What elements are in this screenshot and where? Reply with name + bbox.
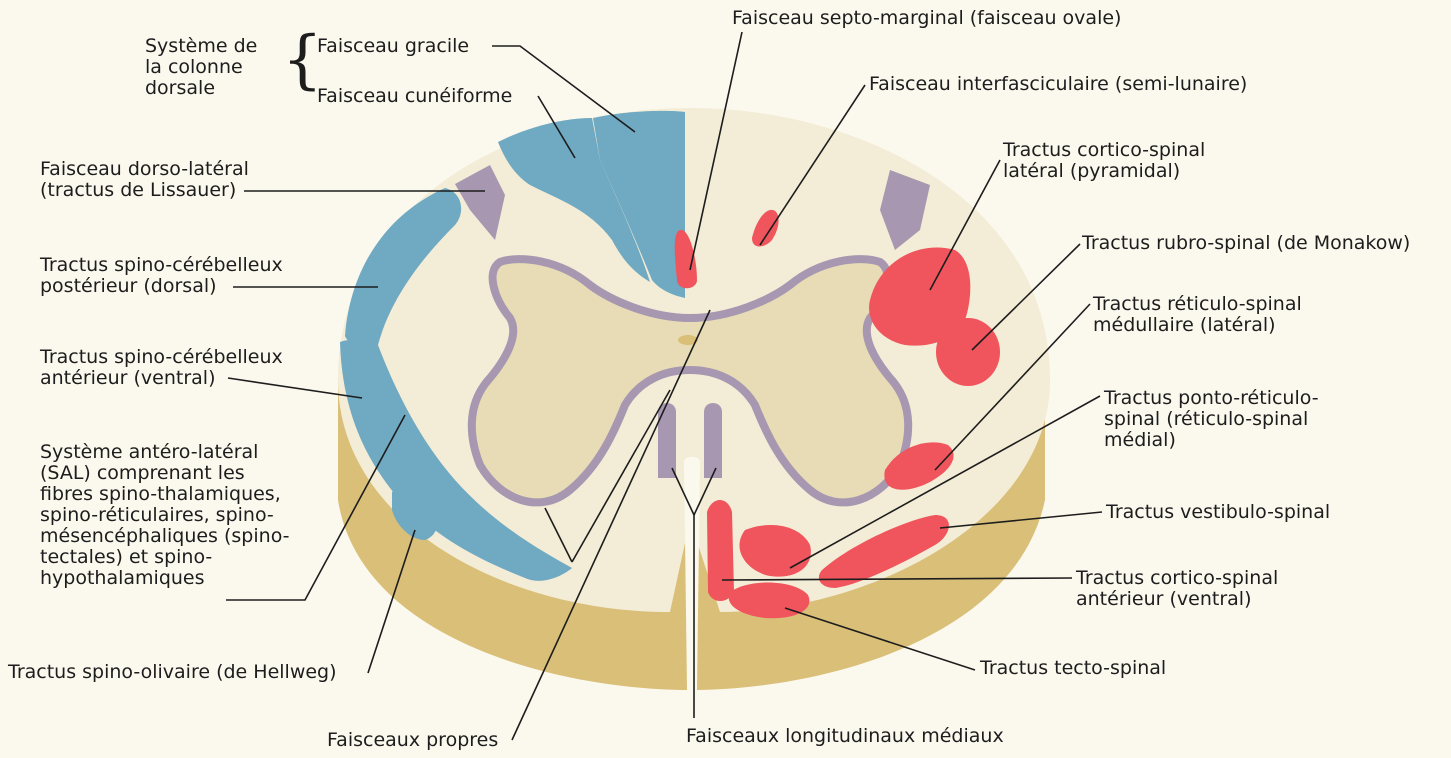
medial-longitudinal-band-left [658, 403, 676, 478]
label-spino-olivary: Tractus spino-olivaire (de Hellweg) [8, 662, 337, 683]
label-reticulospinal-lat: Tractus réticulo-spinal médullaire (laté… [1093, 294, 1302, 336]
label-dorsal-system: Système de la colonne dorsale [145, 36, 257, 99]
label-interfascicular: Faisceau interfasciculaire (semi-lunaire… [869, 74, 1247, 95]
label-tectospinal: Tractus tecto-spinal [980, 658, 1166, 679]
label-medial-longitudinal: Faisceaux longitudinaux médiaux [686, 726, 1004, 747]
label-anterolateral: Système antéro-latéral (SAL) comprenant … [40, 442, 290, 589]
anterior-corticospinal-tract [707, 500, 734, 601]
label-vestibulospinal: Tractus vestibulo-spinal [1106, 502, 1330, 523]
label-proprius: Faisceaux propres [327, 730, 498, 751]
label-rubrospinal: Tractus rubro-spinal (de Monakow) [1082, 233, 1410, 254]
label-septomarginal: Faisceau septo-marginal (faisceau ovale) [732, 8, 1121, 29]
label-gracile: Faisceau gracile [317, 36, 469, 57]
label-ant-spinocerebellar: Tractus spino-cérébelleux antérieur (ven… [40, 347, 283, 389]
label-post-spinocerebellar: Tractus spino-cérébelleux postérieur (do… [40, 255, 283, 297]
label-lat-corticospinal: Tractus cortico-spinal latéral (pyramida… [1003, 140, 1205, 182]
label-ant-corticospinal: Tractus cortico-spinal antérieur (ventra… [1076, 568, 1278, 610]
label-cuneiform: Faisceau cunéiforme [317, 86, 512, 107]
label-lissauer: Faisceau dorso-latéral (tractus de Lissa… [40, 159, 249, 201]
medial-longitudinal-band-right [704, 403, 722, 478]
rubrospinal-tract [936, 318, 1000, 386]
label-pontoreticulo: Tractus ponto-réticulo- spinal (réticulo… [1104, 388, 1319, 451]
